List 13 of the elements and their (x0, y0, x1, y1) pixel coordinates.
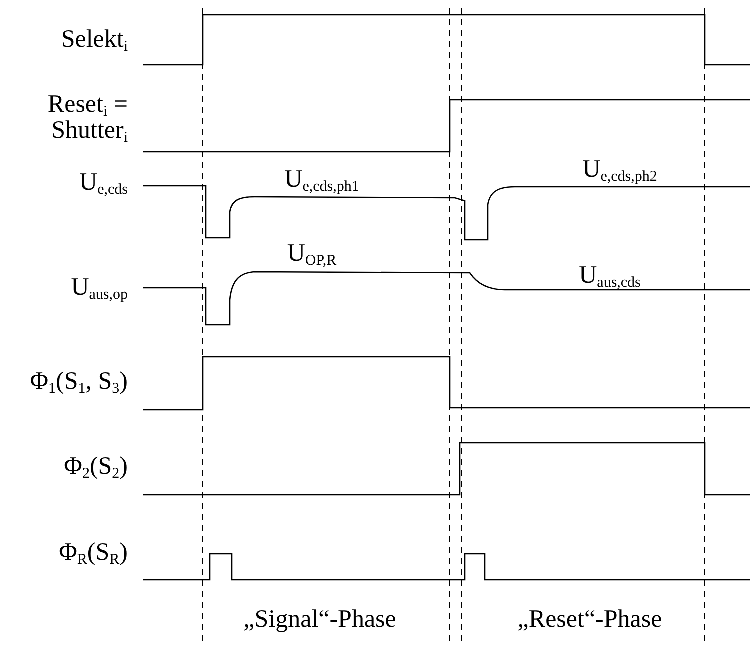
signal-label: Φ$_{1}$(S$_{1}$, S$_{3}$) (30, 368, 128, 396)
phase-label: „Signal“-Phase (244, 606, 396, 634)
signal-label: Φ$_{2}$(S$_{2}$) (64, 454, 128, 480)
signal-label: U$_{e,cds,ph1}$ (284, 166, 360, 194)
signal-label: U$_{e,cds,ph2}$ (582, 156, 658, 184)
phase-label: „Reset“-Phase (518, 606, 662, 634)
signal-label: Φ$_{R}$(S$_{R}$) (59, 540, 128, 566)
signal-label: U$_{OP,R}$ (287, 240, 337, 268)
signal-label: Selekt$_{i}$ (61, 26, 128, 54)
signal-label: Reset$_{i}$ = Shutter$_{i}$ (46, 92, 128, 144)
signal-label: U$_{aus,cds}$ (579, 262, 641, 290)
signal-label: U$_{e,cds}$ (80, 170, 128, 196)
signal-label: U$_{aus,op}$ (71, 274, 128, 302)
